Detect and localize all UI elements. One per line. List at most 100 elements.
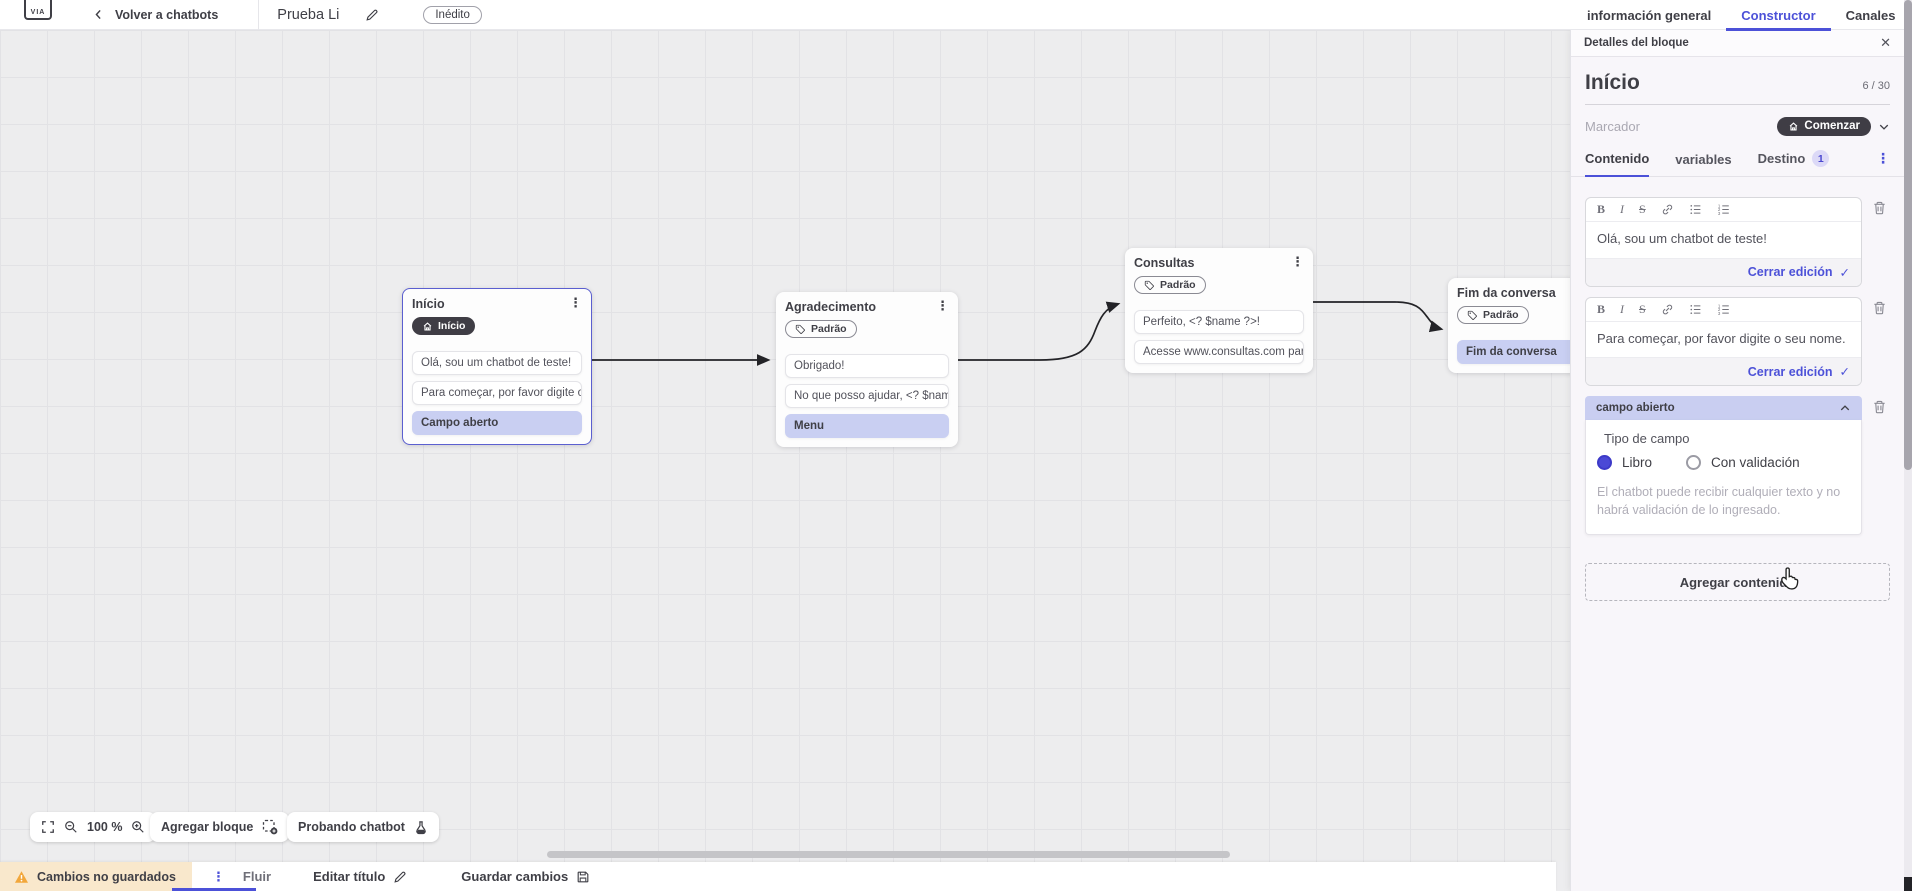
node-title: Consultas xyxy=(1134,256,1195,270)
flask-icon xyxy=(414,820,428,835)
message-text-input[interactable]: Olá, sou um chatbot de teste! xyxy=(1597,231,1767,246)
top-header: VIA Volver a chatbots Prueba Li Inédito … xyxy=(0,0,1912,31)
node-menu-icon[interactable]: ⋮ xyxy=(1291,254,1304,269)
marker-value-pill[interactable]: Comenzar xyxy=(1777,117,1871,136)
marker-label: Marcador xyxy=(1585,119,1640,134)
canvas-zoom-toolbar: 100 % xyxy=(30,812,157,842)
test-chatbot-button[interactable]: Probando chatbot xyxy=(287,812,439,842)
svg-text:1: 1 xyxy=(1718,303,1721,308)
bullet-list-icon[interactable] xyxy=(1689,303,1702,316)
svg-text:1: 1 xyxy=(1718,203,1721,208)
delete-content-icon[interactable] xyxy=(1872,399,1890,535)
chevron-up-icon[interactable] xyxy=(1839,402,1851,414)
node-title: Fim da conversa xyxy=(1457,286,1556,300)
status-badge: Inédito xyxy=(423,5,482,24)
tab-informacion-general[interactable]: información general xyxy=(1587,7,1712,23)
italic-icon[interactable]: I xyxy=(1620,301,1625,316)
add-block-button[interactable]: Agregar bloque xyxy=(150,812,290,842)
zoom-out-icon[interactable] xyxy=(64,820,78,834)
tab-fluir[interactable]: Fluir xyxy=(242,869,272,884)
chatbot-title: Prueba Li xyxy=(277,6,340,23)
node-item[interactable]: No que posso ajudar, <? $name ... xyxy=(785,384,949,408)
tab-canales[interactable]: Canales xyxy=(1845,7,1896,23)
zoom-in-icon[interactable] xyxy=(131,820,145,834)
open-field-header[interactable]: campo abierto xyxy=(1585,396,1862,421)
tag-icon xyxy=(1467,310,1477,320)
open-field-card: campo abierto Tipo de campo Libro Con va… xyxy=(1585,396,1862,536)
svg-text:3: 3 xyxy=(1718,211,1721,216)
horizontal-scrollbar[interactable] xyxy=(547,851,1230,858)
radio-con-validacion[interactable] xyxy=(1686,455,1702,471)
tag-icon xyxy=(795,324,805,334)
close-edit-button[interactable]: Cerrar edición ✓ xyxy=(1586,257,1861,286)
vertical-scrollbar-thumb[interactable] xyxy=(1904,0,1912,470)
vertical-scrollbar[interactable] xyxy=(1904,0,1912,891)
node-item[interactable]: Perfeito, <? $name ?>! xyxy=(1134,310,1304,334)
strikethrough-icon[interactable]: S xyxy=(1639,301,1646,316)
italic-icon[interactable]: I xyxy=(1620,202,1625,216)
strikethrough-icon[interactable]: S xyxy=(1639,202,1646,216)
node-inicio[interactable]: Início ⋮ Início Olá, sou um chatbot de t… xyxy=(402,288,592,445)
add-content-button[interactable]: Agregar contenido xyxy=(1585,563,1890,602)
back-to-chatbots[interactable]: Volver a chatbots xyxy=(92,8,218,22)
radio-libro-label: Libro xyxy=(1622,455,1653,471)
check-icon: ✓ xyxy=(1839,365,1850,380)
node-item[interactable]: Acesse www.consultas.com par... xyxy=(1134,340,1304,364)
node-badge-start: Início xyxy=(412,317,476,335)
svg-text:3: 3 xyxy=(1718,310,1721,315)
field-type-label: Tipo de campo xyxy=(1604,431,1690,447)
link-icon[interactable] xyxy=(1661,203,1674,216)
close-edit-button[interactable]: Cerrar edición ✓ xyxy=(1586,357,1861,386)
block-name-input[interactable]: Início xyxy=(1585,71,1640,94)
node-agradecimento[interactable]: Agradecimento ⋮ Padrão Obrigado! No que … xyxy=(776,292,958,447)
bottom-bar: Cambios no guardados ⋮ Fluir Editar títu… xyxy=(0,862,1556,891)
house-icon xyxy=(423,321,432,330)
edit-chatbot-title-icon[interactable] xyxy=(365,8,379,22)
save-changes-button[interactable]: Guardar cambios xyxy=(461,869,590,884)
bold-icon[interactable]: B xyxy=(1597,301,1606,316)
node-item-open-field[interactable]: Campo aberto xyxy=(412,411,582,435)
radio-libro[interactable] xyxy=(1597,455,1612,471)
close-icon[interactable]: ✕ xyxy=(1880,35,1891,50)
node-menu-icon[interactable]: ⋮ xyxy=(936,298,949,313)
node-item[interactable]: Olá, sou um chatbot de teste! xyxy=(412,351,582,375)
node-item[interactable]: Obrigado! xyxy=(785,354,949,378)
edit-title-button[interactable]: Editar título xyxy=(313,869,407,884)
flow-menu-icon[interactable]: ⋮ xyxy=(211,868,225,884)
bullet-list-icon[interactable] xyxy=(1689,203,1702,216)
field-helper-text: El chatbot puede recibir cualquier texto… xyxy=(1597,485,1841,518)
bold-icon[interactable]: B xyxy=(1597,202,1606,216)
warning-icon xyxy=(14,870,29,883)
add-block-icon xyxy=(262,819,278,835)
link-icon[interactable] xyxy=(1661,303,1674,316)
delete-content-icon[interactable] xyxy=(1872,200,1890,287)
node-consultas[interactable]: Consultas ⋮ Padrão Perfeito, <? $name ?>… xyxy=(1125,248,1313,373)
tab-constructor[interactable]: Constructor xyxy=(1726,0,1832,31)
node-menu-icon[interactable]: ⋮ xyxy=(569,295,582,310)
fullscreen-icon[interactable] xyxy=(41,820,55,834)
node-item-menu[interactable]: Menu xyxy=(785,414,949,438)
tab-variables[interactable]: variables xyxy=(1675,152,1732,167)
message-text-input[interactable]: Para começar, por favor digite o seu nom… xyxy=(1597,330,1846,346)
chevron-down-icon[interactable] xyxy=(1878,121,1890,133)
panel-menu-icon[interactable]: ⋮ xyxy=(1876,150,1890,166)
node-title: Início xyxy=(412,297,445,311)
pencil-icon xyxy=(394,871,406,883)
destino-count-badge: 1 xyxy=(1812,150,1830,167)
delete-content-icon[interactable] xyxy=(1872,300,1890,387)
tab-contenido[interactable]: Contenido xyxy=(1585,151,1650,177)
app-logo: VIA xyxy=(24,0,52,20)
node-item[interactable]: Para começar, por favor digite o ... xyxy=(412,381,582,405)
node-title: Agradecimento xyxy=(785,300,876,314)
tag-icon xyxy=(1144,280,1154,290)
scrollbar-corner xyxy=(1904,877,1912,891)
svg-text:2: 2 xyxy=(1718,307,1721,312)
